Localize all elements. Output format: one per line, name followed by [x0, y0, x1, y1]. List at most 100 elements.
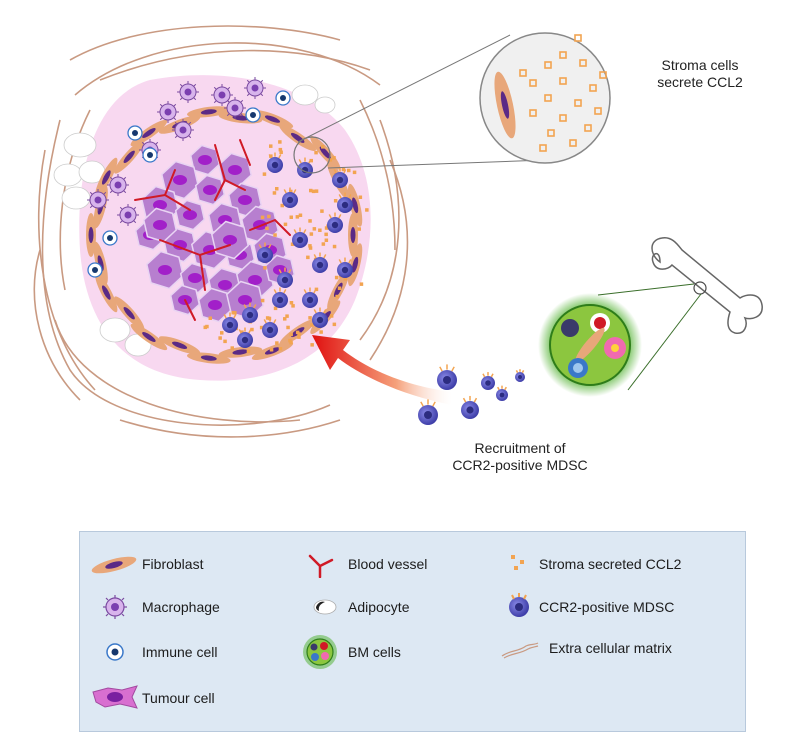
fibroblast: [347, 183, 363, 227]
fibroblast: [251, 109, 294, 129]
ccl2-dot: [308, 244, 312, 248]
fibroblast: [218, 346, 263, 358]
ccl2-dot: [285, 314, 289, 318]
mdsc: [337, 192, 353, 213]
ccl2-dot: [289, 301, 294, 305]
ccl2-dot: [280, 203, 284, 208]
ccl2-dot: [314, 189, 319, 193]
ccl2-dot: [289, 340, 293, 345]
ccl2-dot: [262, 172, 267, 176]
ccl2-dot: [332, 322, 337, 327]
mdsc-in-tissue: [222, 152, 353, 348]
ccl2-dot: [352, 170, 357, 175]
mdsc: [327, 212, 343, 233]
fibroblast: [114, 139, 145, 174]
blood-vessel-icon: [308, 554, 334, 578]
legend-blood-vessel-label: Blood vessel: [348, 556, 428, 572]
ccl2-dot: [365, 208, 369, 212]
ccl2-dot: [539, 144, 547, 152]
fibroblast: [310, 135, 341, 170]
ccl2-dot: [559, 51, 567, 59]
macrophage: [177, 81, 199, 103]
recruitment-label-line2: CCR2-positive MDSC: [452, 457, 588, 473]
ccl2-dot: [246, 349, 251, 354]
fibroblast: [93, 241, 108, 285]
mdsc: [272, 287, 288, 308]
ccl2-dot: [332, 156, 336, 160]
ccl2-dot: [574, 99, 582, 107]
fibroblast: [130, 323, 168, 351]
ccl2-dot: [328, 158, 333, 162]
mdsc: [332, 167, 348, 188]
ccl2-dot: [273, 306, 278, 311]
ccl2-dot: [290, 242, 295, 246]
ccl2-dot: [319, 330, 323, 334]
ccl2-dot: [574, 34, 582, 42]
ccl2-dot: [343, 277, 347, 281]
ccl2-dot: [359, 282, 364, 286]
ccl2-dot: [334, 275, 339, 280]
mdsc: [282, 187, 298, 208]
mdsc: [312, 307, 328, 328]
ccl2-dot: [265, 316, 270, 320]
ccl2-dot: [278, 140, 282, 144]
ccl2-dot: [291, 304, 295, 308]
ccl2-dot: [275, 187, 279, 191]
ccl2-dot: [289, 332, 293, 337]
tumour-cell: [210, 220, 250, 260]
ccl2-dot: [332, 244, 337, 249]
mdsc: [222, 312, 238, 333]
ccl2-dot: [314, 150, 318, 155]
bm-cells-cluster: [538, 293, 642, 397]
fibroblast: [95, 157, 118, 198]
ccl2-dot: [321, 242, 326, 246]
legend-ccl2-label: Stroma secreted CCL2: [539, 556, 682, 572]
ccl2-dot: [298, 213, 303, 217]
mdsc: [515, 369, 525, 382]
mdsc: [237, 327, 253, 348]
extracellular-matrix: [33, 25, 409, 438]
ccl2-dot: [289, 215, 293, 219]
macrophage: [172, 119, 194, 141]
tumour-microenvironment-diagram: [33, 25, 763, 438]
macrophage: [224, 97, 246, 119]
ccl2-dot: [333, 199, 338, 203]
ccl2-dot: [324, 238, 329, 242]
blood-vessels: [134, 139, 291, 321]
ccl2-dot: [544, 94, 552, 102]
ccl2-dot: [286, 325, 290, 330]
ccl2-dot: [275, 341, 279, 345]
mdsc: [292, 227, 308, 248]
ccl2-dot: [260, 215, 265, 220]
ccl2-dot: [295, 215, 300, 219]
ccl2-dot: [273, 233, 277, 237]
recruitment-label: Recruitment of CCR2-positive MDSC: [430, 440, 610, 474]
macrophage: [107, 174, 129, 196]
macrophage: [87, 189, 109, 211]
fibroblast: [158, 336, 201, 355]
tumour-cell: [174, 199, 206, 231]
ccl2-dot: [584, 124, 592, 132]
mdsc: [267, 152, 283, 173]
ccl2-dot: [267, 214, 271, 219]
ccl2-dot: [263, 266, 267, 270]
immune-cells: [87, 90, 291, 278]
migrating-mdscs: [418, 364, 525, 425]
mdsc: [242, 302, 258, 323]
legend-fibroblast-label: Fibroblast: [142, 556, 204, 572]
ccl2-dot: [240, 330, 244, 334]
immune-cell: [127, 125, 143, 141]
mdsc: [312, 252, 328, 273]
ccl2-dot: [308, 316, 312, 320]
mdsc: [337, 257, 353, 278]
ccl2-dot: [233, 311, 237, 315]
immune-cell: [87, 262, 103, 278]
immune-cell: [275, 90, 291, 106]
mdsc: [418, 399, 438, 425]
fibroblasts: [86, 106, 363, 364]
recruitment-arrow: [312, 335, 452, 405]
ccl2-dot: [283, 222, 288, 227]
ccl2-dot: [279, 150, 283, 154]
ccl2-dot: [347, 168, 351, 173]
stroma-zoom-callout: [293, 32, 611, 174]
